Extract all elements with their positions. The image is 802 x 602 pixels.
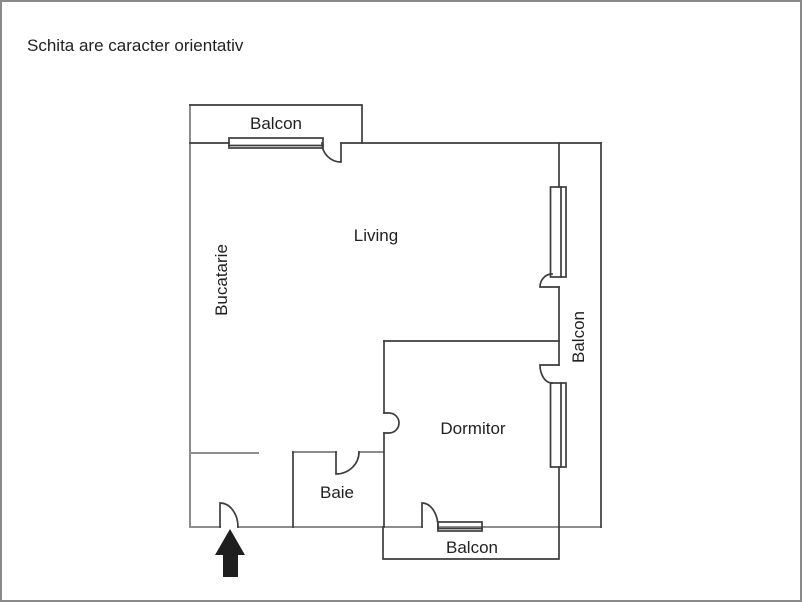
room-label-balcon-right: Balcon bbox=[569, 311, 588, 363]
door-top-balcony bbox=[321, 142, 342, 163]
door-entrance bbox=[219, 502, 239, 528]
room-label-dormitor: Dormitor bbox=[440, 419, 506, 438]
balcony-bottom-outline bbox=[382, 526, 560, 560]
balcony-top-outline bbox=[189, 104, 363, 144]
room-label-balcon-top: Balcon bbox=[250, 114, 302, 133]
room-label-living: Living bbox=[353, 226, 399, 245]
window-top-balcony bbox=[228, 137, 324, 149]
window-right-upper bbox=[549, 186, 567, 278]
room-label-baie: Baie bbox=[319, 483, 355, 502]
door-right-dormitor bbox=[539, 364, 560, 384]
room-label-bucatarie: Bucatarie bbox=[212, 244, 231, 316]
door-dormitor-balcony bbox=[421, 502, 439, 528]
entrance-arrow-icon bbox=[215, 529, 245, 577]
room-label-balcon-bottom: Balcon bbox=[446, 538, 498, 557]
plan-disclaimer-title: Schita are caracter orientativ bbox=[27, 36, 244, 55]
window-right-lower bbox=[549, 382, 567, 468]
door-baie bbox=[335, 451, 360, 475]
door-dormitor-hall bbox=[383, 412, 400, 434]
door-right-living bbox=[539, 273, 560, 288]
